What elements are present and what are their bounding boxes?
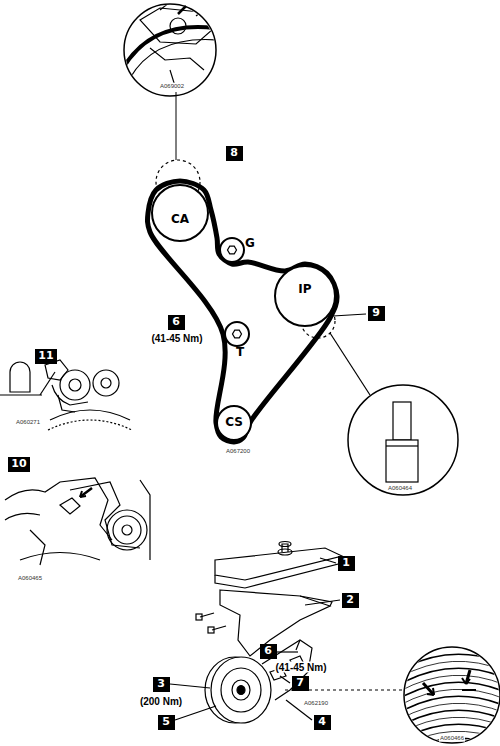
pulley: CS bbox=[215, 404, 253, 442]
callout-text: 6 bbox=[172, 316, 180, 328]
pulley-label: G bbox=[245, 237, 255, 250]
callout-text: 5 bbox=[162, 716, 170, 728]
belt-rib bbox=[400, 710, 500, 726]
belt-rib bbox=[400, 696, 500, 712]
pulley: IP bbox=[273, 264, 337, 328]
callout-text: 6 bbox=[264, 645, 272, 657]
torque-value: (200 Nm) bbox=[139, 696, 183, 707]
callout-number: 6 bbox=[168, 315, 185, 330]
callout-number: 7 bbox=[292, 676, 309, 691]
callout-number: 2 bbox=[342, 593, 359, 608]
belt-rib bbox=[400, 668, 500, 684]
belt-rib bbox=[400, 731, 500, 746]
belt-wear-inset bbox=[400, 647, 500, 746]
engine-bracket-inset bbox=[5, 478, 150, 565]
callout-text: 8 bbox=[230, 147, 238, 159]
figure-code: A060466 bbox=[439, 735, 465, 742]
callout-number: 6 bbox=[260, 644, 277, 659]
belt-rib bbox=[400, 745, 500, 746]
pulley: T bbox=[223, 320, 251, 348]
pulley-label: IP bbox=[298, 283, 311, 296]
callout-text: 11 bbox=[38, 350, 53, 362]
figure-code: A067200 bbox=[225, 448, 251, 455]
pulley-outline bbox=[223, 320, 251, 348]
belt-rib bbox=[400, 654, 500, 670]
pulley-outline bbox=[218, 236, 246, 264]
callout-text: 10 bbox=[11, 458, 26, 470]
callout-text: 9 bbox=[372, 307, 380, 319]
figure-code: A060271 bbox=[15, 419, 41, 426]
torque-value: (41-45 Nm) bbox=[274, 662, 327, 673]
callout-number: 5 bbox=[158, 715, 175, 730]
callout-text: 4 bbox=[318, 716, 326, 728]
callout-text: 7 bbox=[296, 677, 304, 689]
pulley-label: CS bbox=[225, 416, 243, 429]
callout-number: 9 bbox=[368, 306, 385, 321]
figure-code: A060465 bbox=[17, 575, 43, 582]
callout-number: 3 bbox=[153, 677, 170, 692]
belt-rib bbox=[400, 682, 500, 698]
camshaft-mark-inset bbox=[122, 2, 218, 160]
tensioner-assembly bbox=[205, 640, 403, 723]
callout-number: 1 bbox=[338, 556, 355, 571]
timing-belt bbox=[147, 181, 337, 442]
upper-cover-plate bbox=[215, 542, 342, 589]
pulley: G bbox=[218, 236, 246, 264]
callout-text: 3 bbox=[157, 678, 165, 690]
callout-number: 11 bbox=[35, 349, 57, 364]
callout-number: 10 bbox=[8, 457, 30, 472]
pulley-label: T bbox=[236, 346, 244, 359]
callout-text: 2 bbox=[346, 594, 354, 606]
callout-text: 1 bbox=[342, 557, 350, 569]
holding-tool-inset bbox=[0, 360, 132, 430]
figure-code: A069002 bbox=[159, 83, 185, 90]
torque-value: (41-45 Nm) bbox=[150, 333, 203, 344]
figure-code: A062190 bbox=[303, 700, 329, 707]
callout-number: 8 bbox=[226, 146, 243, 161]
pulley-label: CA bbox=[171, 213, 189, 226]
timing-belt bbox=[147, 181, 337, 442]
pulley: CA bbox=[150, 183, 210, 243]
callout-number: 4 bbox=[314, 715, 331, 730]
figure-code: A060464 bbox=[387, 485, 413, 492]
locking-pin-inset bbox=[348, 385, 458, 495]
